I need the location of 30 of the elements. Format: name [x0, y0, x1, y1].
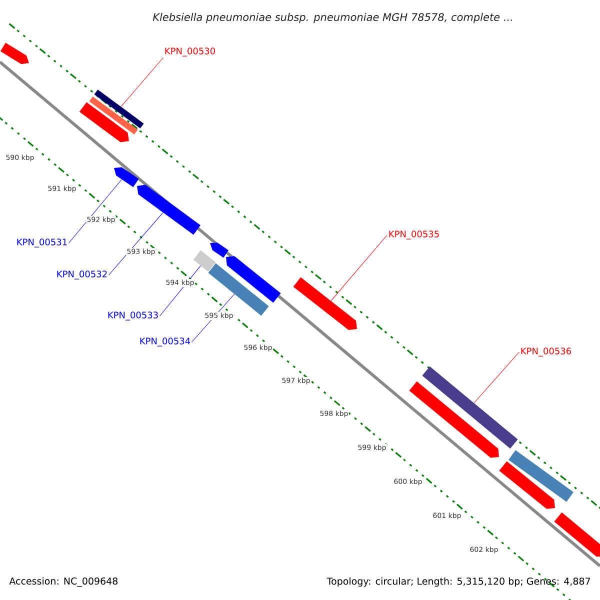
accession-text: Accession: NC_009648: [9, 577, 118, 587]
gene-block: [409, 381, 499, 458]
gene-label: KPN_00531: [17, 238, 67, 248]
leader-line: [474, 352, 520, 404]
gene-block: [0, 42, 29, 64]
gene-label: KPN_00536: [521, 348, 572, 356]
gene-label: KPN_00532: [57, 270, 107, 280]
title: Klebsiella pneumoniae subsp. pneumoniae MGH 78578, complete ...: [152, 12, 512, 24]
gene-label: KPN_00530: [165, 48, 215, 56]
gene-block: [226, 256, 281, 303]
gene-label: KPN_00533: [108, 312, 158, 320]
gene-block: [422, 366, 518, 449]
leader-line: [120, 57, 164, 107]
leader-line: [68, 179, 122, 244]
gene-label: KPN_00534: [140, 338, 190, 346]
gene-block: [114, 167, 139, 188]
gene-block: [193, 250, 216, 272]
gene-block: [210, 242, 228, 258]
leader-line: [108, 212, 164, 276]
leader-line: [330, 234, 388, 302]
gene-block: [79, 102, 129, 142]
gene-block: [94, 90, 144, 128]
gene-block: [499, 461, 555, 509]
gene-block: [508, 450, 574, 502]
gene-block: [137, 184, 200, 235]
gene-block: [293, 277, 357, 330]
gene-label: KPN_00535: [389, 230, 439, 240]
gene-block: [89, 96, 138, 134]
summary-text: Topology: circular; Length: 5,315,120 bp; Genes: 4,887: [326, 577, 590, 587]
gene-block: [554, 512, 600, 557]
